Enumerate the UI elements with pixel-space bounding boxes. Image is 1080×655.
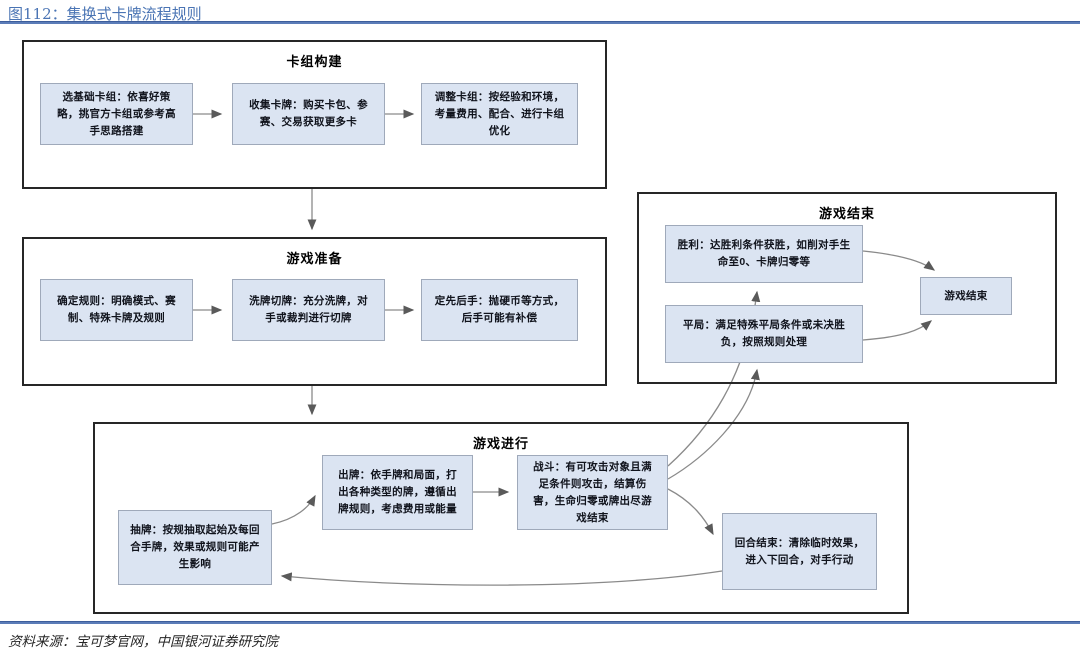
footer-rule [0, 621, 1080, 624]
source-note: 资料来源：宝可梦官网，中国银河证券研究院 [8, 634, 278, 650]
section-game-end: 游戏结束 [637, 192, 1057, 384]
node-select-base-deck: 选基础卡组：依喜好策略，挑官方卡组或参考高手思路搭建 [40, 83, 193, 145]
node-play-card: 出牌：依手牌和局面，打出各种类型的牌，遵循出牌规则，考虑费用或能量 [322, 455, 473, 530]
node-adjust-deck: 调整卡组：按经验和环境，考量费用、配合、进行卡组优化 [421, 83, 578, 145]
node-turn-end: 回合结束：清除临时效果，进入下回合，对手行动 [722, 513, 877, 590]
section-title-game-play: 游戏进行 [472, 436, 529, 451]
node-confirm-rules: 确定规则：明确模式、赛制、特殊卡牌及规则 [40, 279, 193, 341]
section-title-deck-building: 卡组构建 [286, 54, 343, 69]
node-draw-card: 抽牌：按规抽取起始及每回合手牌，效果或规则可能产生影响 [118, 510, 272, 585]
section-deck-building: 卡组构建 [22, 40, 607, 189]
section-game-prep: 游戏准备 [22, 237, 607, 386]
section-title-game-end: 游戏结束 [818, 206, 875, 221]
node-game-over: 游戏结束 [920, 277, 1012, 315]
node-battle: 战斗：有可攻击对象且满足条件则攻击，结算伤害，生命归零或牌出尽游戏结束 [517, 455, 668, 530]
section-game-play: 游戏进行 [93, 422, 909, 614]
node-decide-order: 定先后手：抛硬币等方式，后手可能有补偿 [421, 279, 578, 341]
node-tie: 平局：满足特殊平局条件或未决胜负，按照规则处理 [665, 305, 863, 363]
node-victory: 胜利：达胜利条件获胜，如削对手生命至0、卡牌归零等 [665, 225, 863, 283]
figure-caption: 图112：集换式卡牌流程规则 [8, 5, 202, 23]
node-shuffle-cut: 洗牌切牌：充分洗牌，对手或裁判进行切牌 [232, 279, 385, 341]
node-collect-cards: 收集卡牌：购买卡包、参赛、交易获取更多卡 [232, 83, 385, 145]
header-rule [0, 21, 1080, 24]
section-title-game-prep: 游戏准备 [286, 251, 343, 266]
